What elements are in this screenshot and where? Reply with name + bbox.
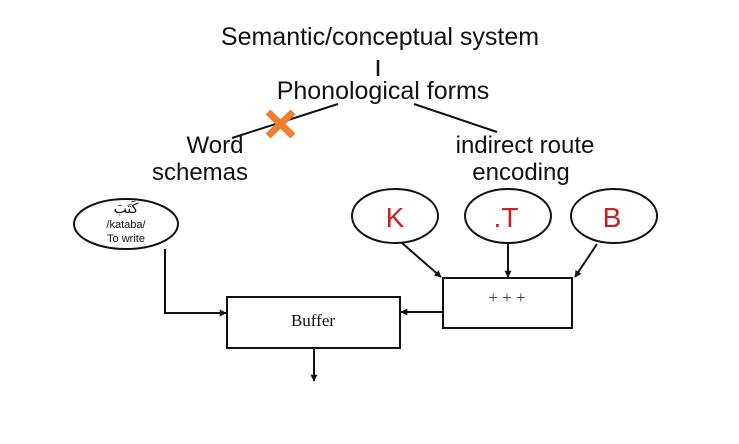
gloss: To write bbox=[107, 233, 145, 245]
root-letter-b: B bbox=[603, 202, 622, 233]
lexical-node-kataba: كَتَبَ /kataba/ To write bbox=[73, 198, 179, 250]
arrow-lexical-to-buffer bbox=[164, 249, 227, 317]
buffer-box: Buffer bbox=[226, 296, 401, 349]
root-node-b: B bbox=[570, 188, 658, 244]
indirect-route-label-line1: indirect route bbox=[456, 132, 595, 159]
buffer-label: Buffer bbox=[291, 311, 335, 330]
branch-to-indirect-route bbox=[413, 103, 498, 133]
root-node-t: .T bbox=[464, 188, 552, 244]
orange-x-icon bbox=[265, 109, 296, 139]
word-schemas-label-line1: Word bbox=[187, 132, 244, 159]
arabic-word: كَتَبَ bbox=[114, 201, 139, 217]
arrow-b-to-combiner bbox=[574, 243, 598, 278]
transcription: /kataba/ bbox=[106, 219, 146, 231]
word-schemas-label-line2: schemas bbox=[152, 159, 248, 186]
root-letter-k: K bbox=[386, 202, 405, 233]
semantic-system-label: Semantic/conceptual system bbox=[221, 23, 539, 51]
root-node-k: K bbox=[351, 188, 439, 244]
indirect-route-label-line2: encoding bbox=[472, 159, 569, 186]
phonological-forms-label: Phonological forms bbox=[277, 77, 490, 105]
root-letter-t: .T bbox=[494, 202, 519, 233]
combiner-label: + + + bbox=[488, 288, 525, 307]
arrow-k-to-combiner bbox=[401, 242, 442, 278]
combiner-box: + + + bbox=[442, 277, 573, 329]
